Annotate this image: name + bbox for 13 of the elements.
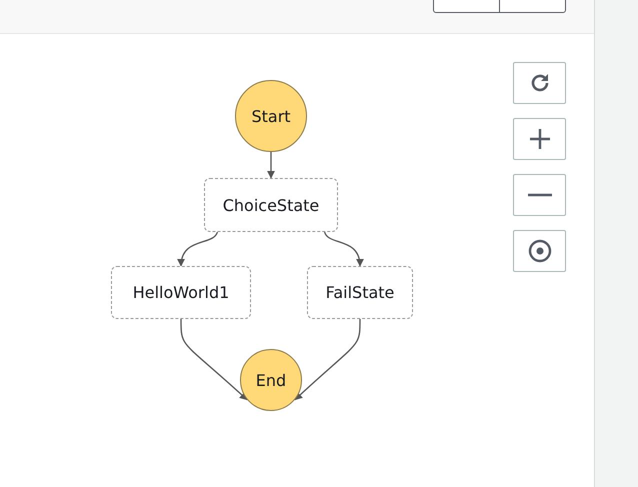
state-label: Start [251, 106, 291, 126]
arrow [267, 152, 275, 179]
state-box [204, 178, 338, 232]
state-label: ChoiceState [222, 196, 320, 214]
arrow [324, 232, 364, 267]
arrow [180, 319, 248, 400]
state-box [111, 266, 251, 319]
state-box [307, 266, 413, 319]
state-label: End [256, 370, 286, 390]
state-label: HelloWorld1 [132, 283, 230, 302]
state-label: FailState [326, 283, 394, 302]
arrow [178, 232, 218, 267]
arrow [294, 319, 361, 400]
